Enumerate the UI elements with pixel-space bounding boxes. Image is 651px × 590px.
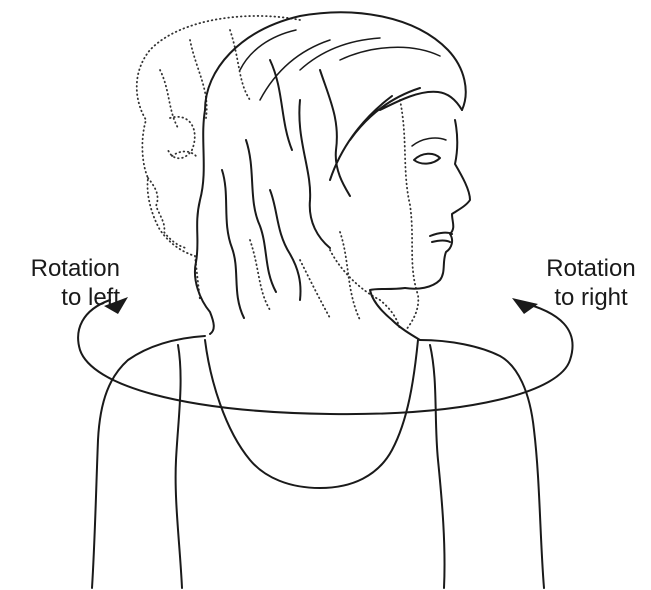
hair-strands-top (240, 30, 440, 100)
rotation-left-label: Rotation to left (8, 254, 120, 312)
left-shoulder-and-arm (92, 336, 205, 588)
arrowhead-right (512, 298, 538, 314)
rotation-left-line2: to left (8, 283, 120, 312)
hair-back-outline (195, 110, 214, 334)
left-torso-side (176, 345, 182, 588)
lips (430, 233, 452, 242)
rotation-right-label: Rotation to right (536, 254, 646, 312)
eye (414, 154, 440, 164)
ghost-ear (168, 117, 195, 158)
hair-strands-mid (270, 60, 350, 248)
ghost-back-hair (400, 100, 418, 330)
rotation-right-line1: Rotation (536, 254, 646, 283)
eyebrow (412, 138, 446, 146)
hair-strands-left (222, 140, 301, 318)
jaw-and-neck-front (370, 288, 420, 340)
rotation-ellipse (78, 300, 572, 414)
ghost-face-profile (148, 178, 186, 248)
right-torso-side (430, 345, 445, 588)
face-profile (405, 120, 470, 289)
ghost-head-rotated-left (137, 16, 419, 330)
head-top-outline (205, 12, 466, 110)
ghost-head-outline (137, 16, 300, 300)
ghost-eye (172, 152, 196, 157)
ghost-hair-strands-2 (250, 232, 360, 320)
hair-fringe (330, 88, 462, 180)
torso (92, 336, 544, 588)
rotation-left-line1: Rotation (8, 254, 120, 283)
main-head-facing-right (195, 12, 470, 340)
rotation-right-line2: to right (536, 283, 646, 312)
